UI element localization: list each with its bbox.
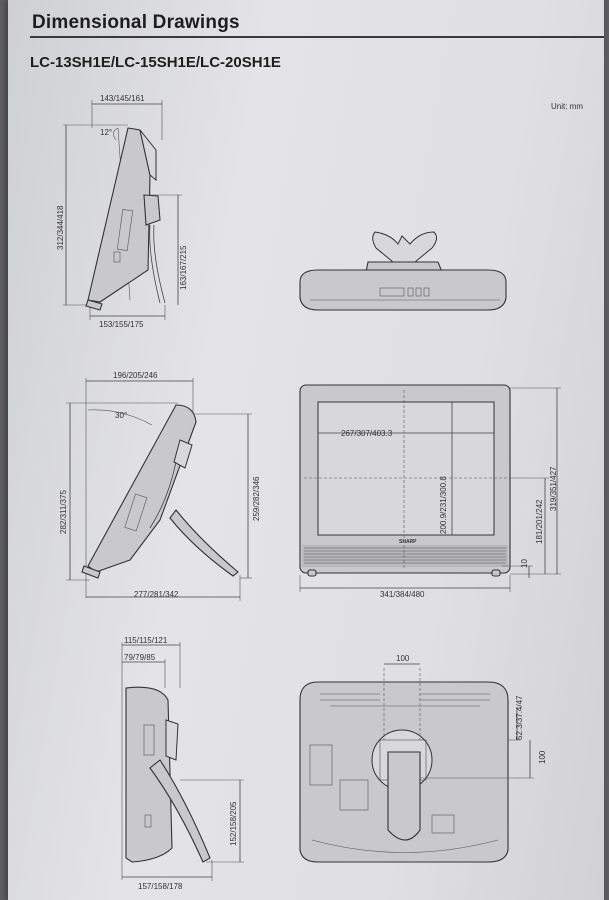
dim-base-width-1: 153/155/175: [99, 320, 144, 329]
dim-base-width-2: 277/281/342: [134, 590, 179, 599]
dim-mount-offset: 52.3/37.4/47: [515, 695, 524, 740]
dim-mount-width: 100: [396, 654, 410, 663]
dim-height-2: 282/311/375: [59, 490, 68, 534]
dim-overall-width: 341/384/480: [380, 590, 425, 599]
page-title: Dimensional Drawings: [32, 12, 240, 33]
dim-stand-height-2: 259/282/346: [252, 476, 261, 521]
side-view-small-tilt: 143/145/161 312/344/418 12° 163/167/215 …: [56, 94, 188, 329]
model-numbers: LC-13SH1E/LC-15SH1E/LC-20SH1E: [30, 54, 281, 71]
dim-bottom-offset: 10: [520, 559, 529, 568]
dim-top-width-3a: 115/115/121: [124, 636, 168, 645]
side-view-upright: 115/115/121 79/79/85 152/158/205 157/158…: [121, 636, 244, 891]
dim-stand-height-3: 152/158/205: [229, 801, 238, 846]
angle-label-1: 12°: [100, 128, 112, 137]
dim-stand-height-1: 163/167/215: [179, 245, 188, 290]
dim-top-width-3b: 79/79/85: [124, 653, 156, 662]
speaker-grille: [304, 547, 506, 564]
rear-view: 100 52.3/37.4/47 100: [299, 654, 547, 863]
front-view: SHARP 267/307/403.3 200.9/231/300.8 319/…: [299, 384, 561, 599]
dim-top-width-1: 143/145/161: [100, 94, 145, 103]
top-view: [299, 231, 507, 311]
dim-base-width-3: 157/158/178: [138, 882, 183, 891]
unit-label: Unit: mm: [551, 102, 583, 111]
dim-mount-height: 100: [538, 750, 547, 764]
angle-label-2: 30°: [115, 411, 127, 420]
dim-panel-offset: 181/201/242: [535, 499, 544, 544]
brand-logo: SHARP: [399, 539, 417, 545]
title-rule: [30, 36, 604, 38]
dim-screen-width: 267/307/403.3: [341, 429, 393, 438]
vent-slots: [320, 693, 490, 707]
dim-screen-height: 200.9/231/300.8: [439, 476, 448, 534]
dim-overall-height: 319/351/427: [549, 466, 558, 511]
side-view-large-tilt: 196/205/246 282/311/375 30° 259/282/346 …: [59, 371, 261, 601]
dim-height-1: 312/344/418: [56, 205, 65, 250]
dim-top-width-2: 196/205/246: [113, 371, 158, 380]
